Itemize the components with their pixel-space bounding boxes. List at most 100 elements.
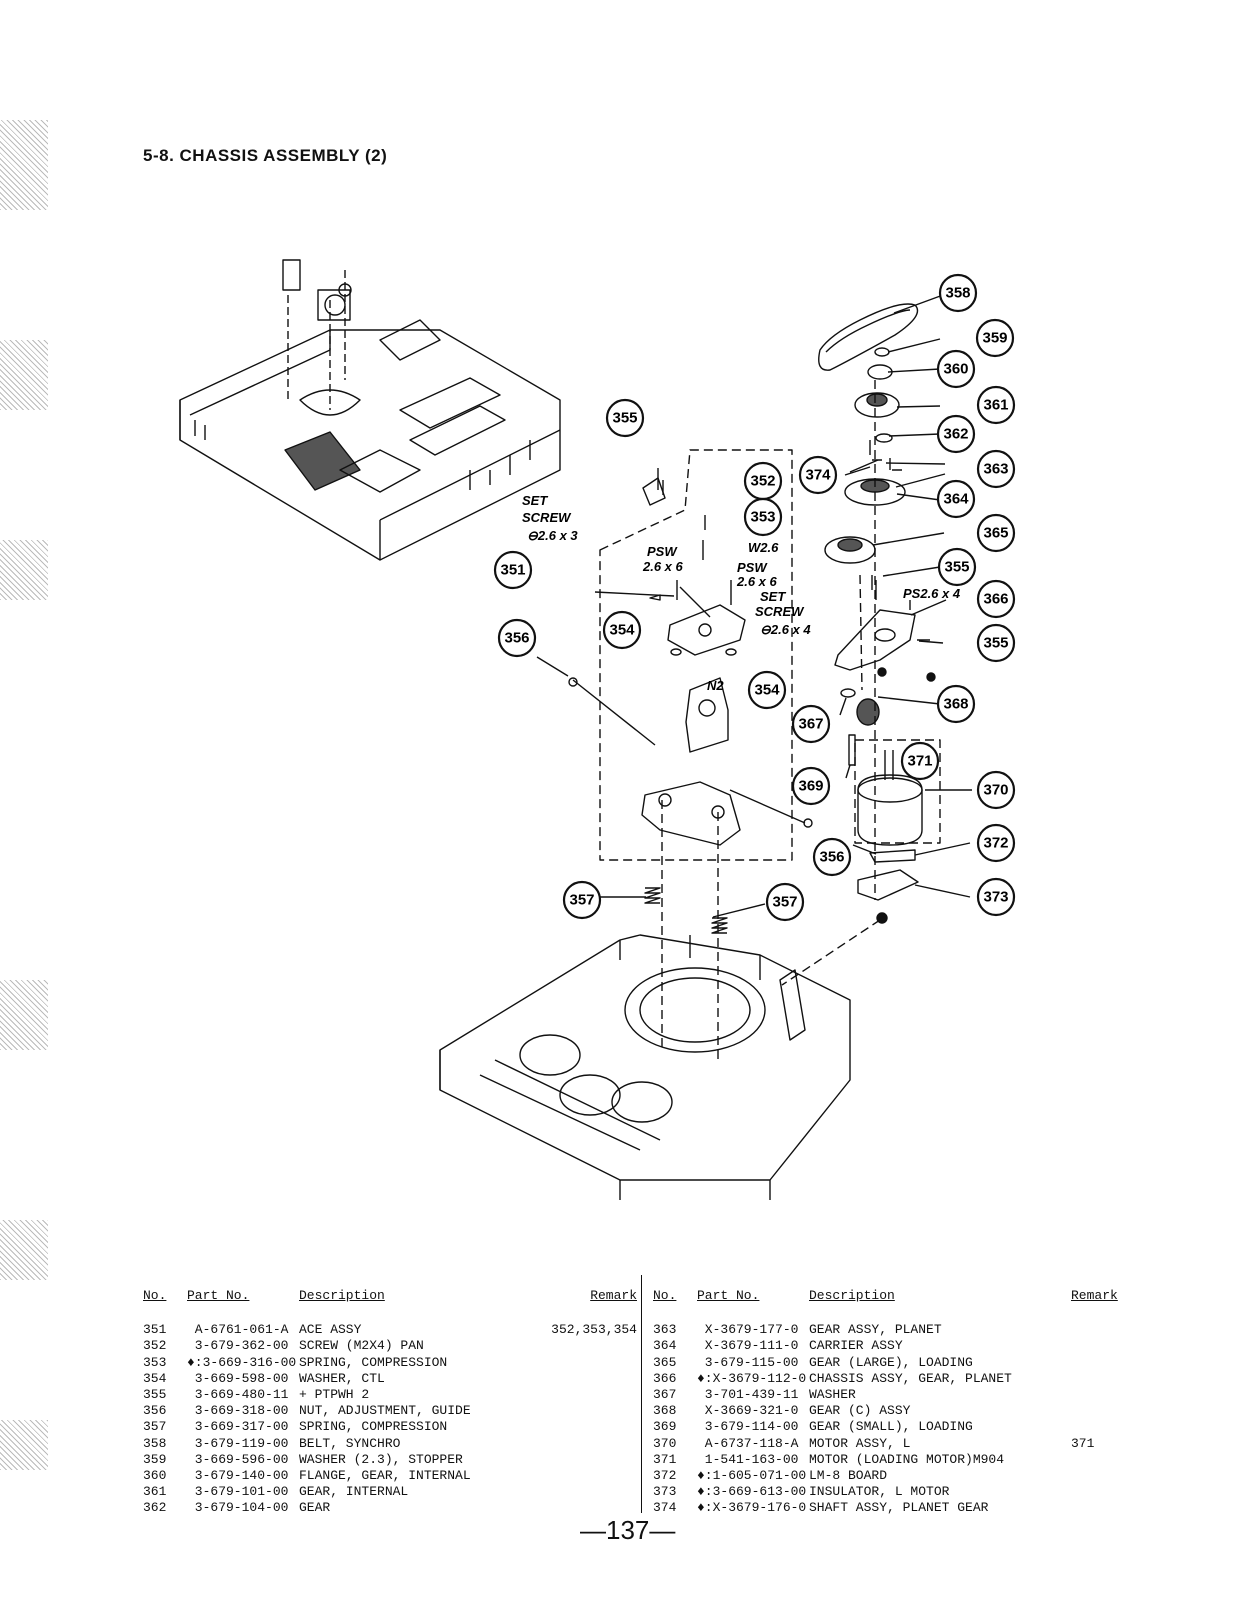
svg-text:360: 360: [943, 361, 968, 378]
cell-description: BELT, SYNCHRO: [299, 1435, 401, 1451]
callout-362: 362: [936, 414, 976, 454]
callout-355: 355: [937, 547, 977, 587]
cell-no: 357: [143, 1419, 167, 1435]
planet-chassis-366: [834, 609, 916, 671]
svg-text:355: 355: [612, 410, 637, 427]
cell-part-no: X-3669-321-0: [697, 1403, 799, 1419]
diagram-label-psw-2: PSW 2.6 x 6: [736, 560, 778, 589]
svg-text:354: 354: [609, 622, 635, 639]
callout-373: 373: [976, 877, 1016, 917]
parts-table-left: No. Part No. Description Remark 351 A-67…: [143, 1288, 643, 1517]
svg-text:365: 365: [983, 525, 1008, 542]
cell-part-no: 3-701-439-11: [697, 1387, 799, 1403]
cell-description: FLANGE, GEAR, INTERNAL: [299, 1468, 471, 1484]
cell-remark: [1059, 1468, 1131, 1484]
cell-remark: [509, 1371, 643, 1387]
cell-description: CHASSIS ASSY, GEAR, PLANET: [809, 1370, 1012, 1386]
cell-description: + PTPWH 2: [299, 1387, 370, 1403]
parts-table-right: No. Part No. Description Remark 363 X-36…: [653, 1288, 1131, 1517]
cell-no: 370: [653, 1435, 677, 1451]
header-part-no: Part No.: [697, 1288, 760, 1303]
cell-part-no: ♦:1-605-071-00: [697, 1468, 807, 1484]
cell-remark: [509, 1355, 643, 1371]
cell-description: LM-8 BOARD: [809, 1468, 888, 1484]
svg-text:SCREW: SCREW: [522, 510, 572, 525]
callout-355: 355: [976, 623, 1016, 663]
cell-remark: [1059, 1403, 1131, 1419]
cell-description: GEAR (LARGE), LOADING: [809, 1354, 973, 1370]
cell-remark: [1059, 1355, 1131, 1371]
diagram-label-set-screw-1: SET SCREW ⊖2.6 x 3: [522, 493, 578, 543]
callout-357: 357: [562, 880, 602, 920]
header-remark: Remark: [1071, 1288, 1118, 1303]
cell-remark: [1059, 1452, 1131, 1468]
cell-remark: [1059, 1387, 1131, 1403]
cell-no: 360: [143, 1468, 167, 1484]
callout-367: 367: [791, 704, 831, 744]
svg-text:372: 372: [983, 835, 1008, 852]
diagram-label-w26: W2.6: [748, 540, 779, 555]
page-title: 5-8. CHASSIS ASSEMBLY (2): [143, 146, 388, 165]
diagram-label-n2: N2: [707, 678, 724, 693]
svg-text:369: 369: [798, 778, 823, 795]
cell-part-no: 3-679-140-00: [187, 1468, 289, 1484]
cell-remark: [1059, 1322, 1131, 1338]
cell-part-no: 3-679-114-00: [697, 1419, 799, 1435]
svg-text:353: 353: [750, 509, 775, 526]
cell-remark: [509, 1452, 643, 1468]
cell-description: MOTOR (LOADING MOTOR)M904: [809, 1451, 1005, 1467]
cell-description: SHAFT ASSY, PLANET GEAR: [809, 1500, 989, 1516]
cell-description: WASHER (2.3), STOPPER: [299, 1451, 463, 1467]
svg-text:⊖2.6 x 4: ⊖2.6 x 4: [760, 622, 811, 637]
callout-370: 370: [976, 770, 1016, 810]
svg-text:PSW: PSW: [647, 544, 678, 559]
callout-351: 351: [493, 550, 533, 590]
callout-368: 368: [936, 684, 976, 724]
diagram-label-psw-1: PSW 2.6 x 6: [642, 544, 684, 574]
cell-part-no: 3-679-119-00: [187, 1435, 289, 1451]
cell-no: 354: [143, 1370, 167, 1386]
svg-text:354: 354: [754, 682, 780, 699]
cell-description: WASHER, CTL: [299, 1370, 385, 1386]
overview-chassis-drawing: [179, 259, 561, 561]
svg-text:358: 358: [945, 285, 970, 302]
svg-text:368: 368: [943, 696, 968, 713]
header-description: Description: [299, 1288, 385, 1303]
exploded-view-diagram: SET SCREW ⊖2.6 x 3 PSW 2.6 x 6 W2.6 PSW …: [179, 259, 1016, 1200]
cell-remark: [1059, 1500, 1131, 1516]
cell-description: SCREW (M2X4) PAN: [299, 1338, 424, 1354]
cell-part-no: 3-679-104-00: [187, 1500, 289, 1516]
cell-no: 356: [143, 1403, 167, 1419]
page-number: —137—: [580, 1515, 676, 1545]
svg-text:361: 361: [983, 397, 1008, 414]
svg-text:367: 367: [798, 716, 823, 733]
cell-no: 364: [653, 1338, 677, 1354]
svg-text:352: 352: [750, 473, 775, 490]
cell-description: WASHER: [809, 1387, 856, 1403]
header-part-no: Part No.: [187, 1288, 250, 1303]
svg-text:362: 362: [943, 426, 968, 443]
column-divider: [641, 1275, 642, 1513]
svg-text:SET: SET: [760, 589, 786, 604]
svg-text:SCREW: SCREW: [755, 604, 805, 619]
cell-no: 368: [653, 1403, 677, 1419]
svg-text:359: 359: [982, 330, 1007, 347]
header-no: No.: [143, 1288, 167, 1303]
cell-description: GEAR ASSY, PLANET: [809, 1322, 942, 1338]
scan-edge-artifact: [0, 1420, 48, 1470]
svg-text:355: 355: [944, 559, 969, 576]
cell-remark: [1059, 1338, 1131, 1354]
cell-remark: [1059, 1371, 1131, 1387]
callout-355: 355: [605, 398, 645, 438]
scan-edge-artifact: [0, 540, 48, 600]
svg-text:SET: SET: [522, 493, 548, 508]
cell-description: SPRING, COMPRESSION: [299, 1354, 448, 1370]
svg-text:356: 356: [504, 630, 529, 647]
callout-354: 354: [602, 610, 642, 650]
table-header-row: No. Part No. Description Remark: [653, 1288, 1131, 1322]
